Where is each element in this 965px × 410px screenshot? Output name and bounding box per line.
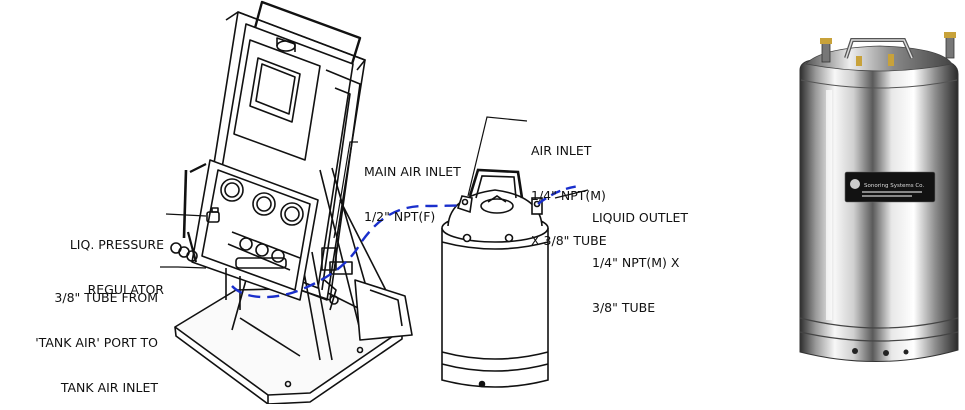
leader-lines — [160, 116, 589, 269]
label-main-air-inlet: MAIN AIR INLET 1/2" NPT(F) — [364, 164, 461, 224]
canister-drawing — [441, 168, 549, 388]
label-liquid-outlet: LIQUID OUTLET 1/4" NPT(M) X 3/8" TUBE — [592, 210, 689, 315]
photo-tank: Sonoring Systems Co. — [799, 32, 959, 363]
label-tube-from-tank-air: 3/8" TUBE FROM 'TANK AIR' PORT TO TANK A… — [35, 290, 158, 395]
tank-label-plate — [844, 171, 936, 203]
air-tube-dashed — [231, 204, 463, 299]
liquid-tube-dashed — [537, 184, 581, 205]
control-stand — [170, 0, 413, 405]
brand-logo — [850, 179, 860, 189]
label-air-inlet: AIR INLET 1/4" NPT(M) X 3/8" TUBE — [531, 143, 607, 248]
label-liq-pressure-regulator: LIQ. PRESSURE REGULATOR — [69, 237, 164, 297]
brand-text: Sonoring Systems Co. — [864, 183, 924, 189]
